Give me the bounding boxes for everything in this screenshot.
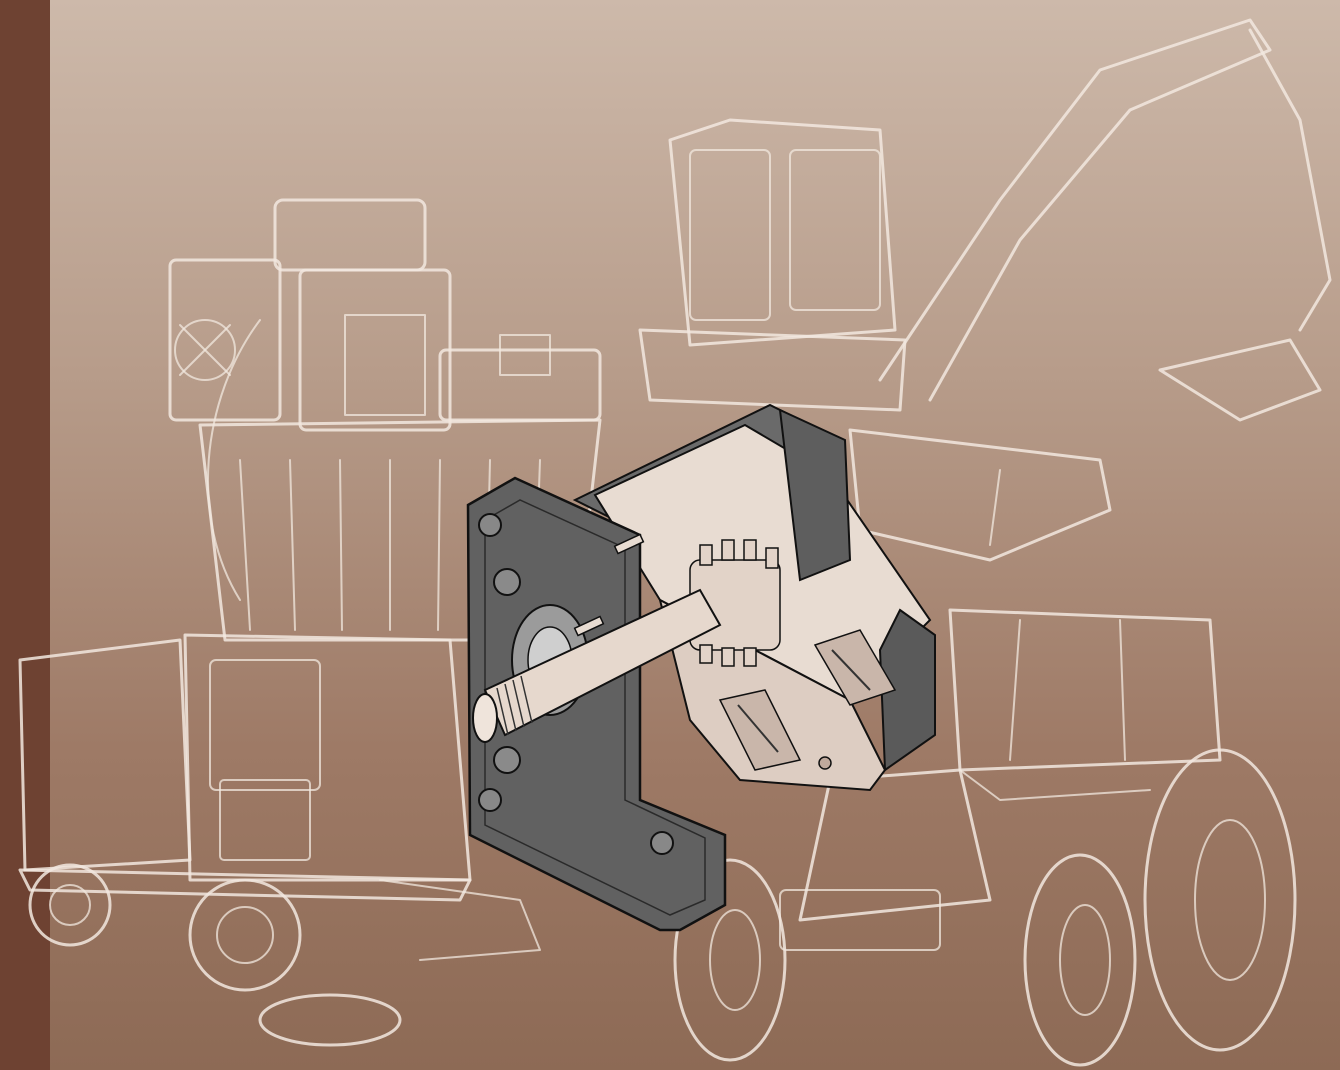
mini-excavator-icon (638, 18, 1332, 562)
gear-pump-cutaway-icon (466, 403, 936, 932)
tractor-icon (673, 608, 1297, 1067)
street-sweeper-icon (18, 633, 541, 1047)
